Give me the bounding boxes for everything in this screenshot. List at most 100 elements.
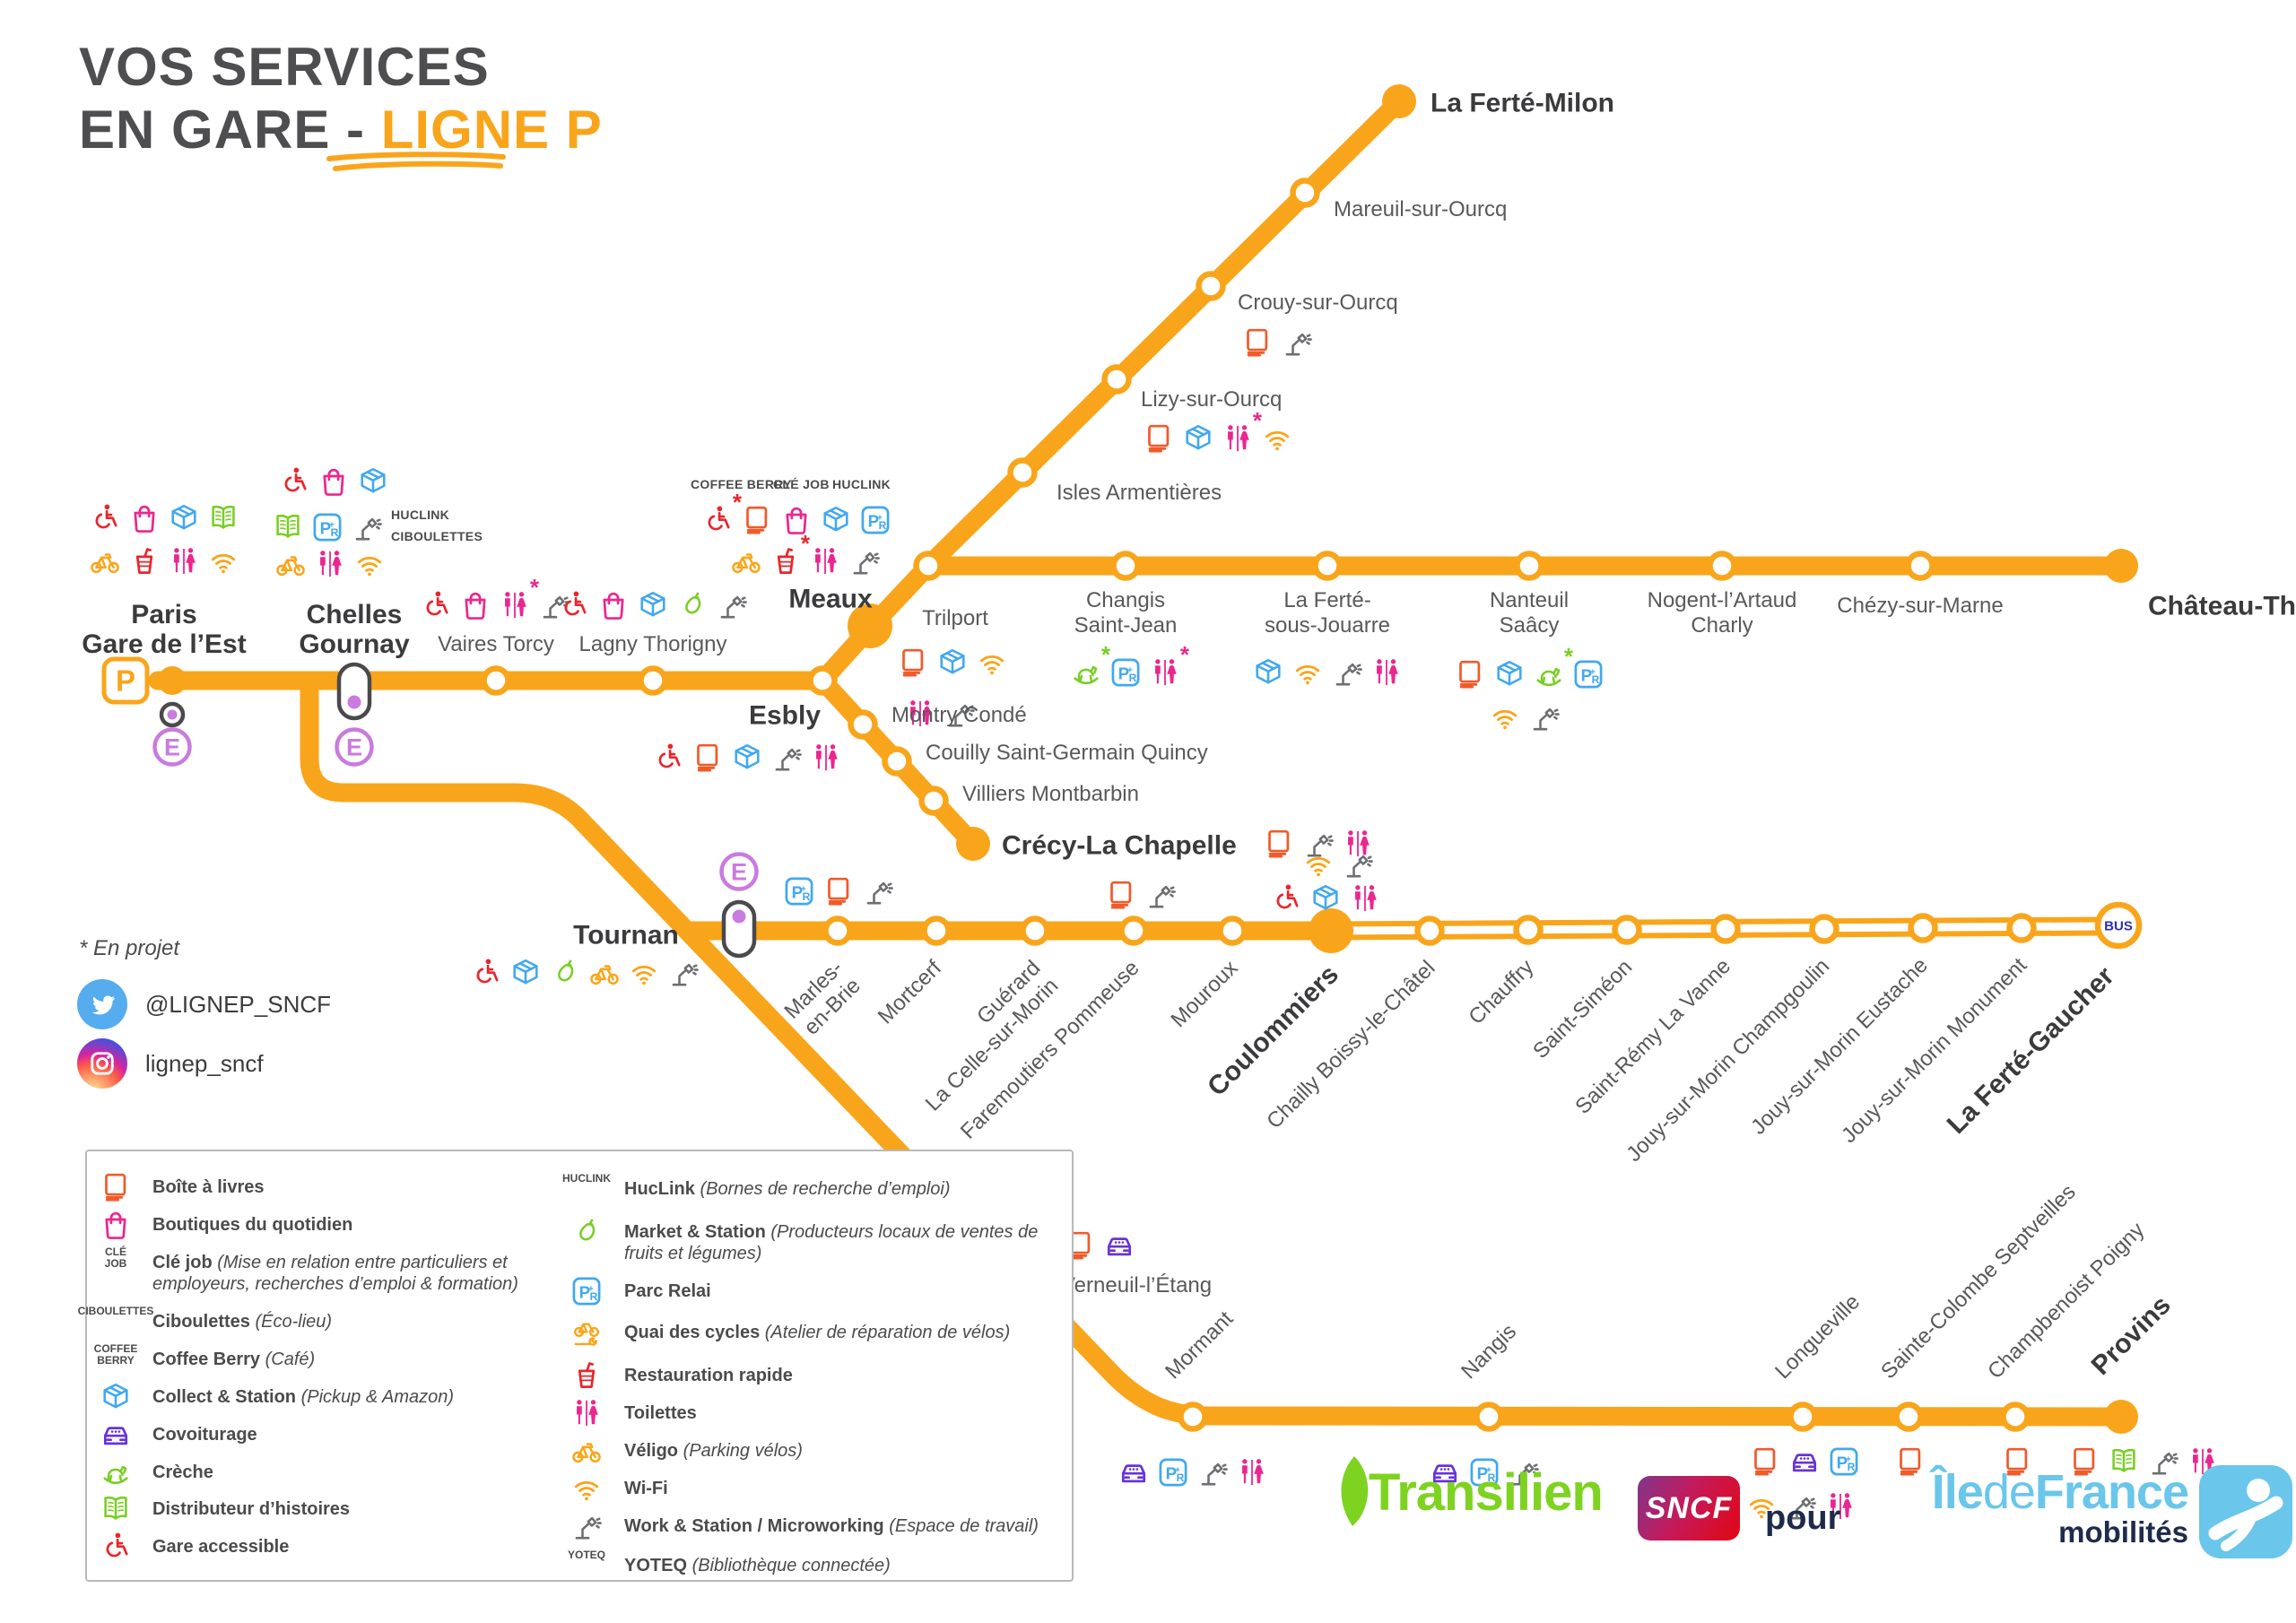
boutiques-icon — [100, 1209, 132, 1241]
station-dot-changis — [1110, 551, 1141, 581]
covoiturage-icon — [100, 1419, 132, 1451]
station-label-chailly: Chailly Boissy-le-Châtel — [1261, 956, 1440, 1134]
station-dot-crecy — [956, 827, 990, 861]
station-label-crecy: Crécy-La Chapelle — [1002, 830, 1237, 861]
twitter-icon[interactable] — [77, 979, 127, 1029]
restauration-icon — [566, 1359, 607, 1392]
legend-text-icon: CLÉ JOB — [104, 1245, 127, 1270]
station-dot-trilport — [913, 551, 944, 581]
interchange-dot-tournan — [732, 909, 746, 924]
legend-item-label: Véligo (Parking vélos) — [624, 1441, 803, 1461]
station-label-crouy: Crouy-sur-Ourcq — [1238, 291, 1398, 315]
station-service-caption-meaux-1: COFFEE BERRY — [691, 477, 792, 491]
legend-item-label: Crèche — [152, 1462, 213, 1482]
wifi-icon — [628, 957, 660, 989]
station-dot-faremoutiers — [1118, 916, 1149, 946]
station-dot-longueville — [1787, 1402, 1818, 1432]
station-services-chelles-row2 — [272, 511, 383, 543]
toilettes-icon — [809, 545, 841, 577]
station-dot-nangis — [1474, 1402, 1504, 1432]
legend-item-label: Market & Station (Producteurs locaux de … — [624, 1222, 1039, 1263]
line-p-badge — [101, 656, 150, 705]
legend-text-icon: CIBOULETTES — [77, 1305, 154, 1317]
boite-icon — [741, 504, 773, 536]
station-dot-chezy — [1905, 551, 1935, 581]
veligo-icon — [566, 1435, 607, 1467]
station-dot-lagny — [638, 665, 668, 696]
station-services-paris-row2 — [89, 545, 239, 577]
interchange-marker-tournan — [721, 899, 757, 959]
boite-icon — [95, 1171, 136, 1203]
box-icon — [1309, 882, 1342, 915]
work-icon — [1342, 848, 1374, 881]
box-icon — [731, 742, 763, 774]
station-services-meaux-row2: * — [730, 532, 881, 577]
station-dot-vaires — [481, 665, 511, 696]
creche-icon: * — [1533, 645, 1573, 690]
toilettes-icon — [570, 1397, 603, 1429]
legend-item-label: Boutiques du quotidien — [152, 1215, 353, 1235]
station-label-lfsj: La Ferté-sous-Jouarre — [1264, 588, 1391, 638]
veligo-icon — [274, 548, 307, 580]
station-dot-saint-simeon — [1612, 915, 1642, 945]
wifi-icon — [1261, 422, 1293, 455]
wifi-icon — [353, 548, 386, 580]
station-services-crouy-row1 — [1241, 326, 1313, 359]
station-dot-coulommiers — [1309, 908, 1353, 953]
station-label-jouy-monument: Jouy-sur-Morin Monument — [1836, 953, 2032, 1149]
bus-terminus-badge — [2094, 901, 2143, 950]
parcrelai-icon — [783, 875, 815, 907]
station-services-esbly-row1 — [652, 742, 842, 774]
boite-icon — [897, 647, 929, 679]
station-label-meaux: Meaux — [788, 584, 873, 614]
ile-de-france-mobilites-logo: ÎledeFrance mobilités — [1931, 1465, 2189, 1549]
instagram-icon[interactable] — [77, 1038, 127, 1089]
station-dot-la-ferte-milon — [1382, 84, 1416, 118]
station-dot-guerard — [1020, 916, 1050, 946]
station-services-mormant-row1 — [1118, 1456, 1268, 1488]
rer-e-badge-paris — [152, 727, 192, 767]
twitter-row[interactable]: @LIGNEP_SNCF — [77, 979, 331, 1029]
legend-item-label: Parc Relai — [624, 1281, 711, 1301]
box-icon — [95, 1381, 136, 1413]
station-services-faremoutiers-row1 — [1105, 879, 1177, 911]
station-label-saint-simeon: Saint-Siméon — [1528, 955, 1638, 1063]
legend-item-label: YOTEQ (Bibliothèque connectée) — [624, 1556, 891, 1575]
station-services-paris-row1 — [89, 502, 239, 534]
toilettes-icon: * — [499, 576, 539, 621]
creche-icon — [95, 1456, 136, 1488]
boite-icon — [1143, 422, 1175, 455]
legend-item-label: Quai des cycles (Atelier de réparation d… — [624, 1323, 1011, 1342]
instagram-handle[interactable]: lignep_sncf — [145, 1049, 264, 1077]
station-dot-chailly — [1414, 916, 1445, 946]
idfm-person-icon — [2199, 1465, 2292, 1558]
boite-icon — [691, 742, 724, 774]
station-label-isles: Isles Armentières — [1057, 481, 1222, 505]
box-icon — [357, 465, 389, 498]
wifi-icon — [570, 1472, 603, 1505]
line-p-highlight: LIGNE P — [380, 100, 603, 160]
covoiturage-icon — [1788, 1445, 1821, 1478]
toilettes-icon — [1236, 1456, 1268, 1488]
market-icon — [570, 1216, 603, 1248]
station-services-chelles-row3 — [274, 548, 386, 580]
instagram-row[interactable]: lignep_sncf — [77, 1038, 264, 1089]
twitter-handle[interactable]: @LIGNEP_SNCF — [145, 990, 331, 1018]
wifi-icon — [207, 545, 239, 577]
interchange-marker-chelles — [336, 662, 372, 721]
station-services-trilport-row1 — [897, 647, 1008, 679]
station-dot-jouy-champgoulin — [1809, 914, 1839, 944]
work-icon — [351, 511, 383, 543]
station-service-caption-chelles-2: CIBOULETTES — [391, 529, 483, 543]
station-label-sainte-colombe: Sainte-Colombe Septveilles — [1876, 1179, 2081, 1384]
accessible-icon — [420, 589, 452, 621]
legend-item-label: Wi-Fi — [624, 1479, 668, 1498]
station-label-mormant: Mormant — [1161, 1306, 1239, 1384]
station-services-chelles-row1 — [278, 465, 389, 498]
accessible-icon — [278, 465, 310, 498]
accessible-icon — [95, 1531, 136, 1563]
transilien-logo: Transilien — [1335, 1453, 1604, 1532]
covoiturage-icon — [1118, 1456, 1150, 1488]
